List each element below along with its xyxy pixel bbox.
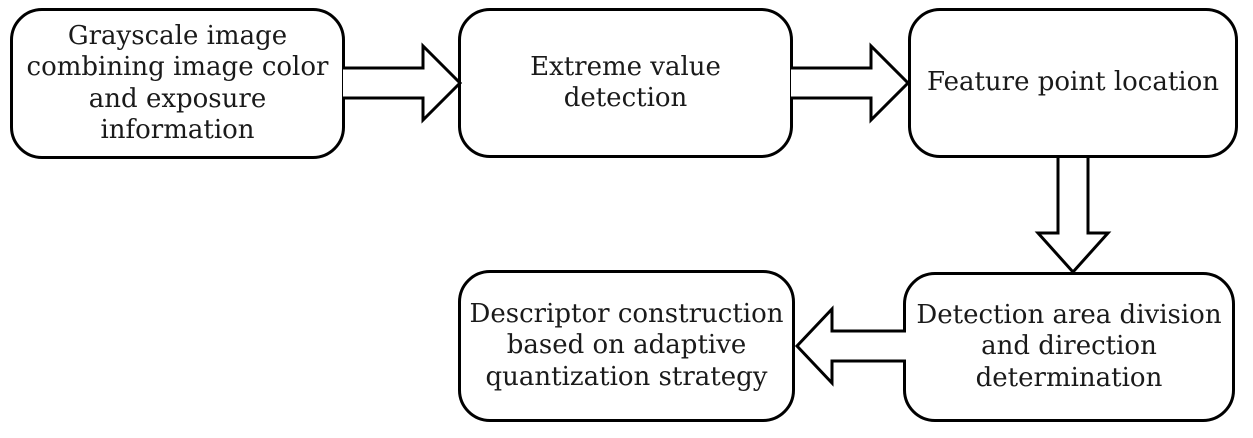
flow-node-label: Descriptor construction based on adaptiv… bbox=[469, 299, 784, 392]
flow-node-label: Grayscale image combining image color an… bbox=[26, 21, 329, 145]
arrow-right-icon bbox=[791, 42, 911, 124]
arrow-down-icon bbox=[1034, 158, 1112, 275]
flow-node-label: Detection area division and direction de… bbox=[916, 300, 1222, 393]
arrow-left-icon bbox=[794, 305, 906, 387]
flow-node-grayscale-image: Grayscale image combining image color an… bbox=[10, 8, 345, 159]
flow-node-feature-point-location: Feature point location bbox=[908, 8, 1238, 158]
flow-node-descriptor-construction: Descriptor construction based on adaptiv… bbox=[458, 270, 795, 422]
flow-node-label: Extreme value detection bbox=[530, 51, 721, 113]
flow-node-label: Feature point location bbox=[926, 67, 1220, 98]
arrow-right-icon bbox=[343, 42, 463, 124]
flow-node-detection-area-division: Detection area division and direction de… bbox=[903, 272, 1235, 422]
flow-node-extreme-value-detection: Extreme value detection bbox=[458, 8, 793, 158]
